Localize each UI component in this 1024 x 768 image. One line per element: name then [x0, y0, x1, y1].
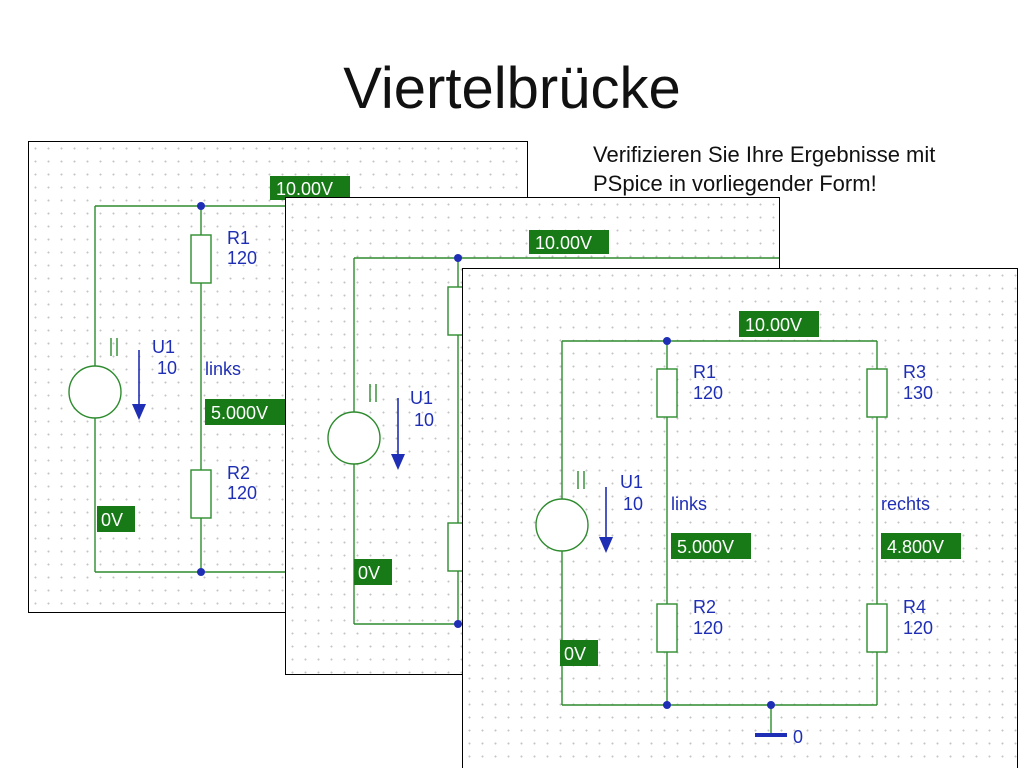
voltage-source	[327, 411, 381, 465]
voltage-marker-mid	[205, 399, 285, 425]
schematic-panel-quarter-bridge: 0 R1 120 R2 120 R3 130 R4 120 U1 10 link…	[462, 268, 1018, 768]
voltage-marker-left	[671, 533, 751, 559]
voltage-marker-right	[881, 533, 961, 559]
source-name: U1	[410, 388, 433, 408]
junction-bottom-left	[663, 701, 671, 709]
source-polarity-mark	[369, 384, 377, 402]
junction-bottom	[197, 568, 205, 576]
resistor-r2	[656, 603, 678, 653]
voltage-marker-top	[739, 311, 819, 337]
node-label-links: links	[205, 359, 241, 379]
note-line-2: PSpice in vorliegender Form!	[593, 171, 877, 196]
r1-value: 120	[227, 248, 257, 268]
source-arrow-head	[391, 454, 405, 470]
voltage-marker-bottom	[354, 559, 392, 585]
voltage-marker-top	[270, 176, 350, 200]
schematic-2: U1 10 10.00V 0V	[327, 230, 779, 628]
source-value: 10	[157, 358, 177, 378]
voltage-left: 5.000V	[677, 537, 734, 557]
voltage-right: 4.800V	[887, 537, 944, 557]
r4-name: R4	[903, 597, 926, 617]
resistor-r2	[190, 469, 212, 519]
r3-value: 130	[903, 383, 933, 403]
voltage-top: 10.00V	[745, 315, 802, 335]
source-value: 10	[414, 410, 434, 430]
instruction-note: Verifizieren Sie Ihre Ergebnisse mit PSp…	[593, 140, 935, 198]
r1-name: R1	[693, 362, 716, 382]
source-polarity-mark	[577, 471, 585, 489]
source-value: 10	[623, 494, 643, 514]
r2-name: R2	[693, 597, 716, 617]
r3-name: R3	[903, 362, 926, 382]
voltage-marker-top	[529, 230, 609, 254]
resistor-r3	[866, 368, 888, 418]
resistor-r4	[866, 603, 888, 653]
voltage-bottom: 0V	[101, 510, 123, 530]
junction-top	[197, 202, 205, 210]
r2-value: 120	[693, 618, 723, 638]
voltage-bottom: 0V	[564, 644, 586, 664]
schematic-1: R1 120 R2 120 U1 10 links 10.00V 5.000V …	[68, 176, 527, 576]
node-label-links: links	[671, 494, 707, 514]
source-arrow-head	[599, 537, 613, 553]
r2-name: R2	[227, 463, 250, 483]
source-name: U1	[152, 337, 175, 357]
voltage-mid: 5.000V	[211, 403, 268, 423]
voltage-marker-bottom	[560, 640, 598, 666]
r1-value: 120	[693, 383, 723, 403]
ground-label: 0	[793, 727, 803, 747]
r4-value: 120	[903, 618, 933, 638]
resistor-r1	[190, 234, 212, 284]
source-arrow-head	[132, 404, 146, 420]
voltage-top: 10.00V	[276, 179, 333, 199]
source-polarity-mark	[110, 338, 118, 356]
voltage-source	[68, 365, 122, 419]
resistor-r1	[656, 368, 678, 418]
node-label-rechts: rechts	[881, 494, 930, 514]
voltage-bottom: 0V	[358, 563, 380, 583]
junction-ground	[767, 701, 775, 709]
junction-bottom	[454, 620, 462, 628]
junction-top	[454, 254, 462, 262]
schematic-3: 0 R1 120 R2 120 R3 130 R4 120 U1 10 link…	[535, 311, 961, 747]
r2-value: 120	[227, 483, 257, 503]
voltage-source	[535, 498, 589, 552]
r1-name: R1	[227, 228, 250, 248]
voltage-top: 10.00V	[535, 233, 592, 253]
note-line-1: Verifizieren Sie Ihre Ergebnisse mit	[593, 142, 936, 167]
junction-top	[663, 337, 671, 345]
voltage-marker-bottom	[97, 506, 135, 532]
slide-title: Viertelbrücke	[343, 56, 681, 121]
source-name: U1	[620, 472, 643, 492]
